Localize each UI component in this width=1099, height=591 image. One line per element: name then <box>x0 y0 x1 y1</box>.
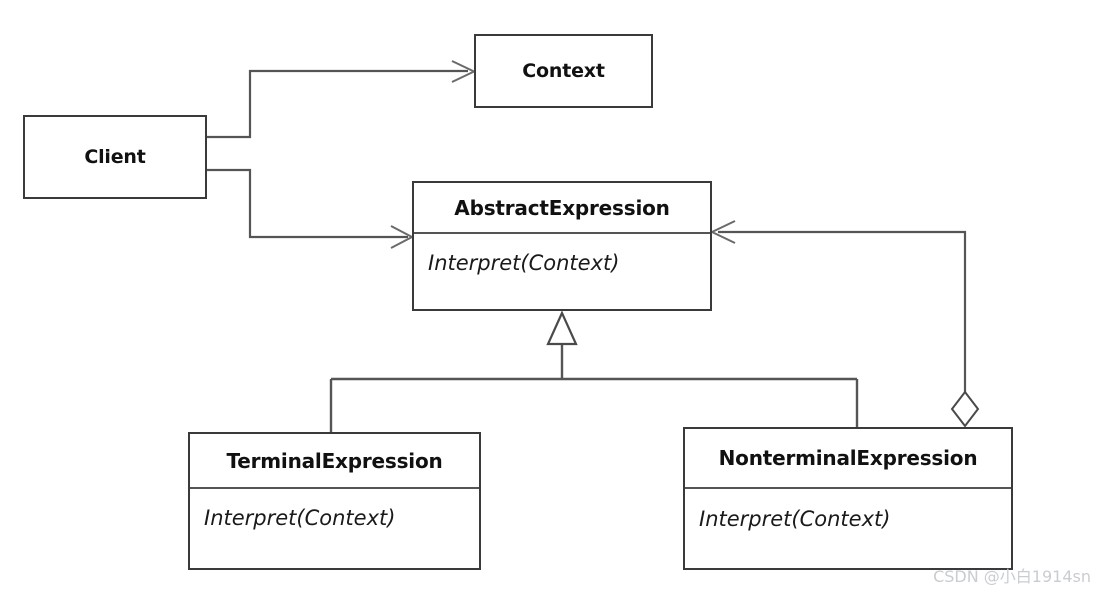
class-box-client[interactable]: Client <box>23 115 207 199</box>
watermark-text: CSDN @小白1914sn <box>933 567 1091 586</box>
class-name-abstract-expression: AbstractExpression <box>454 195 670 220</box>
class-name-terminal-expression: TerminalExpression <box>226 448 443 473</box>
class-method-nonterminal-expression: Interpret(Context) <box>699 506 891 531</box>
connector-client-to-abstract-expression <box>207 168 415 249</box>
compartment-divider <box>685 487 1011 489</box>
class-box-nonterminal-expression[interactable]: NonterminalExpression Interpret(Context) <box>683 427 1013 570</box>
class-box-abstract-expression[interactable]: AbstractExpression Interpret(Context) <box>412 181 712 311</box>
class-method-terminal-expression: Interpret(Context) <box>204 506 396 530</box>
connector-client-to-context <box>207 60 477 139</box>
class-method-abstract-expression: Interpret(Context) <box>428 250 620 275</box>
connector-generalization-fork <box>329 310 859 432</box>
class-box-terminal-expression[interactable]: TerminalExpression Interpret(Context) <box>188 432 481 570</box>
class-name-nonterminal-expression: NonterminalExpression <box>718 446 978 470</box>
class-name-client: Client <box>84 146 146 168</box>
class-name-context: Context <box>522 60 605 82</box>
connector-aggregation-nonterminal-to-abstract <box>709 220 980 428</box>
compartment-divider <box>190 487 479 489</box>
hollow-triangle-icon <box>546 310 578 346</box>
compartment-divider <box>414 232 710 234</box>
class-box-context[interactable]: Context <box>474 34 653 108</box>
open-diamond-icon <box>950 390 980 428</box>
